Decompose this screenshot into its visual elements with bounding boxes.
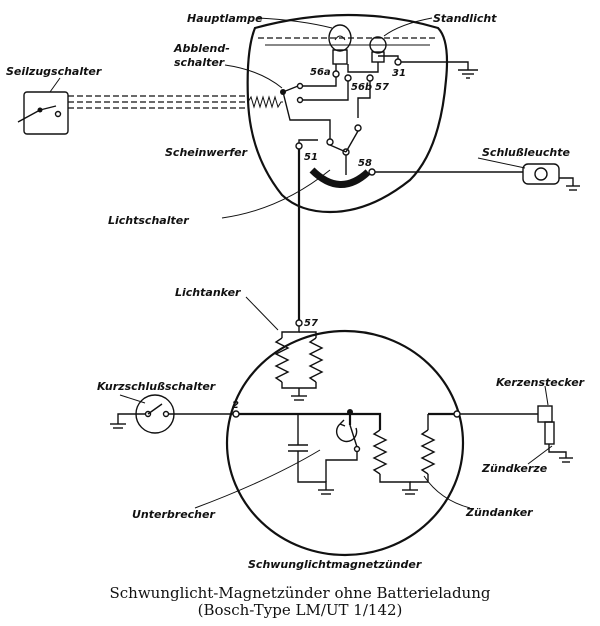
headlamp-housing	[246, 13, 449, 214]
terminal-56b	[344, 74, 352, 82]
terminal-57-top	[366, 74, 374, 82]
terminal-51	[295, 142, 303, 150]
num-56a: 56a	[310, 67, 331, 78]
terminal-2	[232, 410, 240, 418]
breaker-icon	[325, 419, 361, 482]
num-2: 2	[232, 400, 239, 411]
label-schlussleuchte: Schlußleuchte	[482, 146, 570, 159]
label-kerzenstecker: Kerzenstecker	[496, 376, 585, 389]
num-56b: 56b	[351, 82, 372, 93]
label-lichtschalter: Lichtschalter	[108, 214, 189, 227]
dimmer-spring-icon	[247, 95, 283, 109]
num-57-magneto: 57	[304, 318, 318, 329]
num-58: 58	[358, 158, 372, 169]
label-magnetzuender: Schwunglichtmagnetzünder	[248, 558, 422, 571]
label-zuendanker: Zündanker	[465, 506, 533, 519]
label-unterbrecher: Unterbrecher	[132, 508, 215, 521]
kill-switch-icon	[110, 394, 233, 434]
num-31: 31	[392, 68, 406, 79]
label-hauptlampe: Hauptlampe	[187, 12, 263, 25]
main-lamp-icon	[328, 24, 352, 65]
magneto-housing	[225, 329, 465, 557]
spark-plug-icon	[537, 405, 573, 463]
capacitor-icon	[288, 414, 334, 495]
label-seilzugschalter: Seilzugschalter	[6, 65, 102, 78]
light-switch-contacts	[326, 124, 362, 175]
terminal-31	[394, 58, 402, 66]
caption-line-1: Schwunglicht-Magnetzünder ohne Batteriel…	[110, 584, 491, 602]
lighting-coil	[274, 326, 324, 401]
ground-icon	[458, 69, 478, 79]
label-abblendschalter-1: Abblend-	[173, 42, 230, 55]
switch-arc	[309, 167, 371, 188]
label-lichtanker: Lichtanker	[175, 286, 241, 299]
tail-lamp-icon	[522, 163, 580, 191]
label-abblendschalter-2: schalter	[174, 56, 225, 69]
label-zuendkerze: Zündkerze	[481, 462, 548, 475]
label-scheinwerfer: Scheinwerfer	[165, 146, 248, 159]
terminal-57-magneto	[295, 319, 303, 327]
num-57-top: 57	[375, 82, 389, 93]
terminal-56a	[332, 70, 340, 78]
label-standlicht: Standlicht	[433, 12, 497, 25]
parking-lamp-icon	[369, 36, 387, 63]
terminal-58	[368, 168, 376, 176]
dimmer-switch	[280, 82, 331, 140]
caption-line-2: (Bosch-Type LM/UT 1/142)	[198, 601, 403, 619]
label-kurzschlussschalter: Kurzschlußschalter	[97, 380, 216, 393]
cable-switch-icon	[17, 91, 69, 135]
ignition-coil	[372, 412, 457, 495]
num-51: 51	[304, 152, 318, 163]
